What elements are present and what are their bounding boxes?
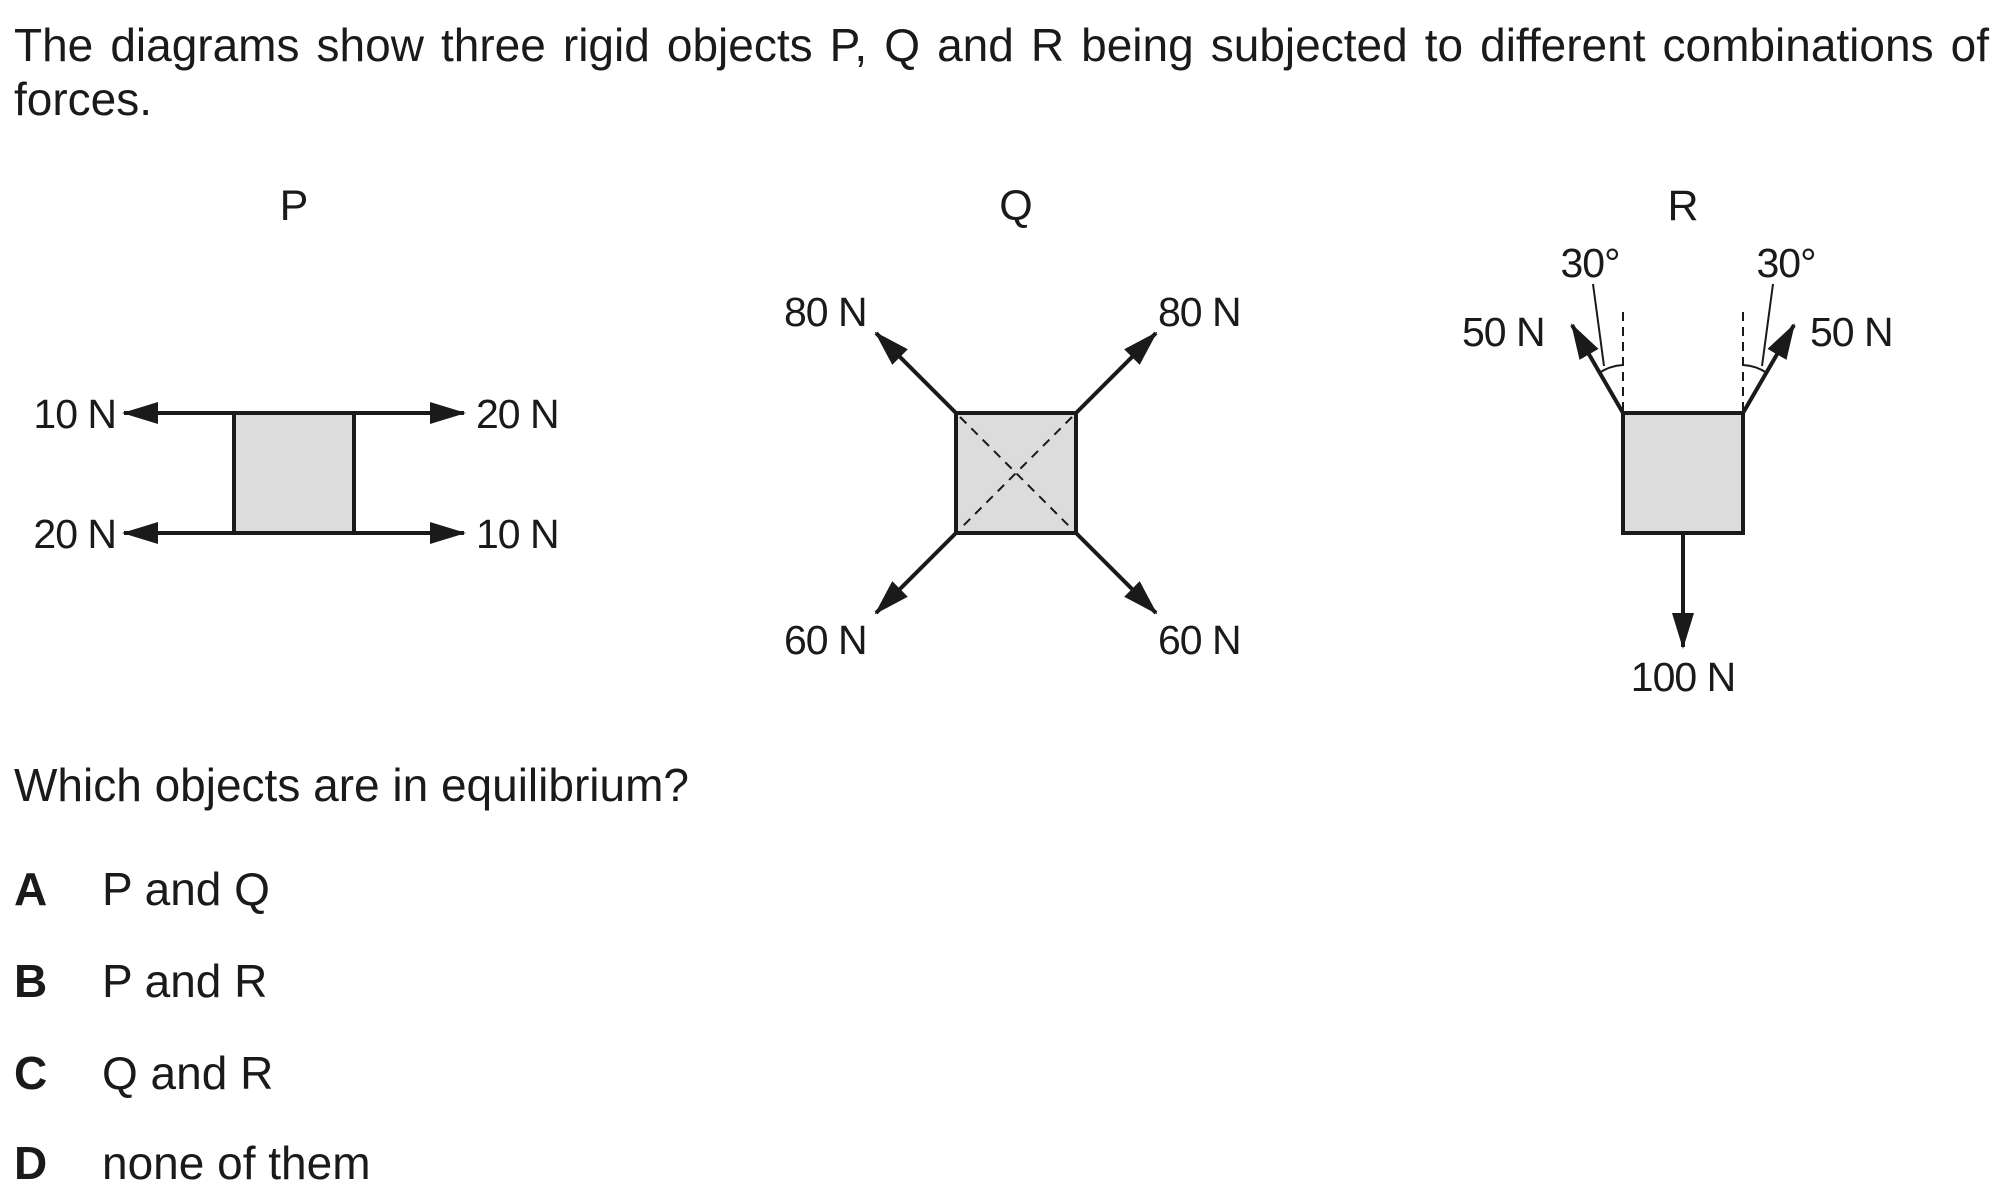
force-diagrams: P 10 N 20 N 20 N 10 N Q 80 N 80 N 60 N 6…: [33, 182, 1894, 700]
object-q-title: Q: [999, 182, 1032, 230]
r-angle-arc-right: [1742, 364, 1768, 374]
object-r: R 30° 30° 50 N 50 N 100 N: [1462, 182, 1894, 700]
question-stem: The diagrams show three rigid objects P,…: [14, 19, 1989, 125]
option-letter: C: [14, 1047, 48, 1099]
p-force-label-bottom-right: 10 N: [476, 511, 559, 557]
q-diagonal-dashed-1: [959, 416, 1073, 530]
q-force-label-lower-right: 60 N: [1158, 617, 1241, 663]
r-angle-label-right: 30°: [1756, 240, 1815, 286]
option-text: P and Q: [102, 863, 270, 915]
r-angle-arc-left: [1598, 364, 1624, 374]
q-diagonal-dashed-2: [959, 416, 1073, 530]
option-text: none of them: [102, 1137, 371, 1189]
r-force-label-down: 100 N: [1631, 654, 1735, 700]
q-force-arrow-lower-right: [1074, 531, 1158, 615]
object-r-block: [1621, 411, 1745, 535]
p-force-label-top-left: 10 N: [33, 391, 116, 437]
q-force-arrow-lower-left: [874, 531, 958, 615]
object-p-title: P: [280, 182, 309, 230]
p-force-label-bottom-left: 20 N: [33, 511, 116, 557]
q-force-arrow-upper-right: [1074, 331, 1158, 415]
q-force-label-lower-left: 60 N: [784, 617, 867, 663]
q-force-label-upper-right: 80 N: [1158, 289, 1241, 335]
r-force-arrow-right: [1741, 323, 1796, 415]
r-force-label-left: 50 N: [1462, 309, 1545, 355]
r-angle-label-left: 30°: [1560, 240, 1619, 286]
q-force-arrow-upper-left: [874, 331, 958, 415]
option-a[interactable]: A P and Q: [14, 862, 270, 916]
object-p: P 10 N 20 N 20 N 10 N: [33, 182, 559, 557]
object-q: Q 80 N 80 N 60 N 60 N: [784, 182, 1242, 663]
q-force-label-upper-left: 80 N: [784, 289, 867, 335]
object-p-block: [232, 411, 356, 535]
r-force-arrow-left: [1570, 323, 1625, 415]
question-prompt: Which objects are in equilibrium?: [14, 759, 689, 811]
r-force-label-right: 50 N: [1810, 309, 1893, 355]
object-r-title: R: [1667, 182, 1698, 230]
r-angle-leader-left: [1592, 283, 1605, 367]
option-c[interactable]: C Q and R: [14, 1046, 273, 1100]
option-letter: A: [14, 863, 48, 915]
option-text: Q and R: [102, 1047, 274, 1099]
r-angle-leader-right: [1761, 283, 1774, 367]
option-letter: D: [14, 1137, 48, 1189]
option-letter: B: [14, 955, 48, 1007]
option-b[interactable]: B P and R: [14, 954, 267, 1008]
p-force-label-top-right: 20 N: [476, 391, 559, 437]
option-text: P and R: [102, 955, 268, 1007]
